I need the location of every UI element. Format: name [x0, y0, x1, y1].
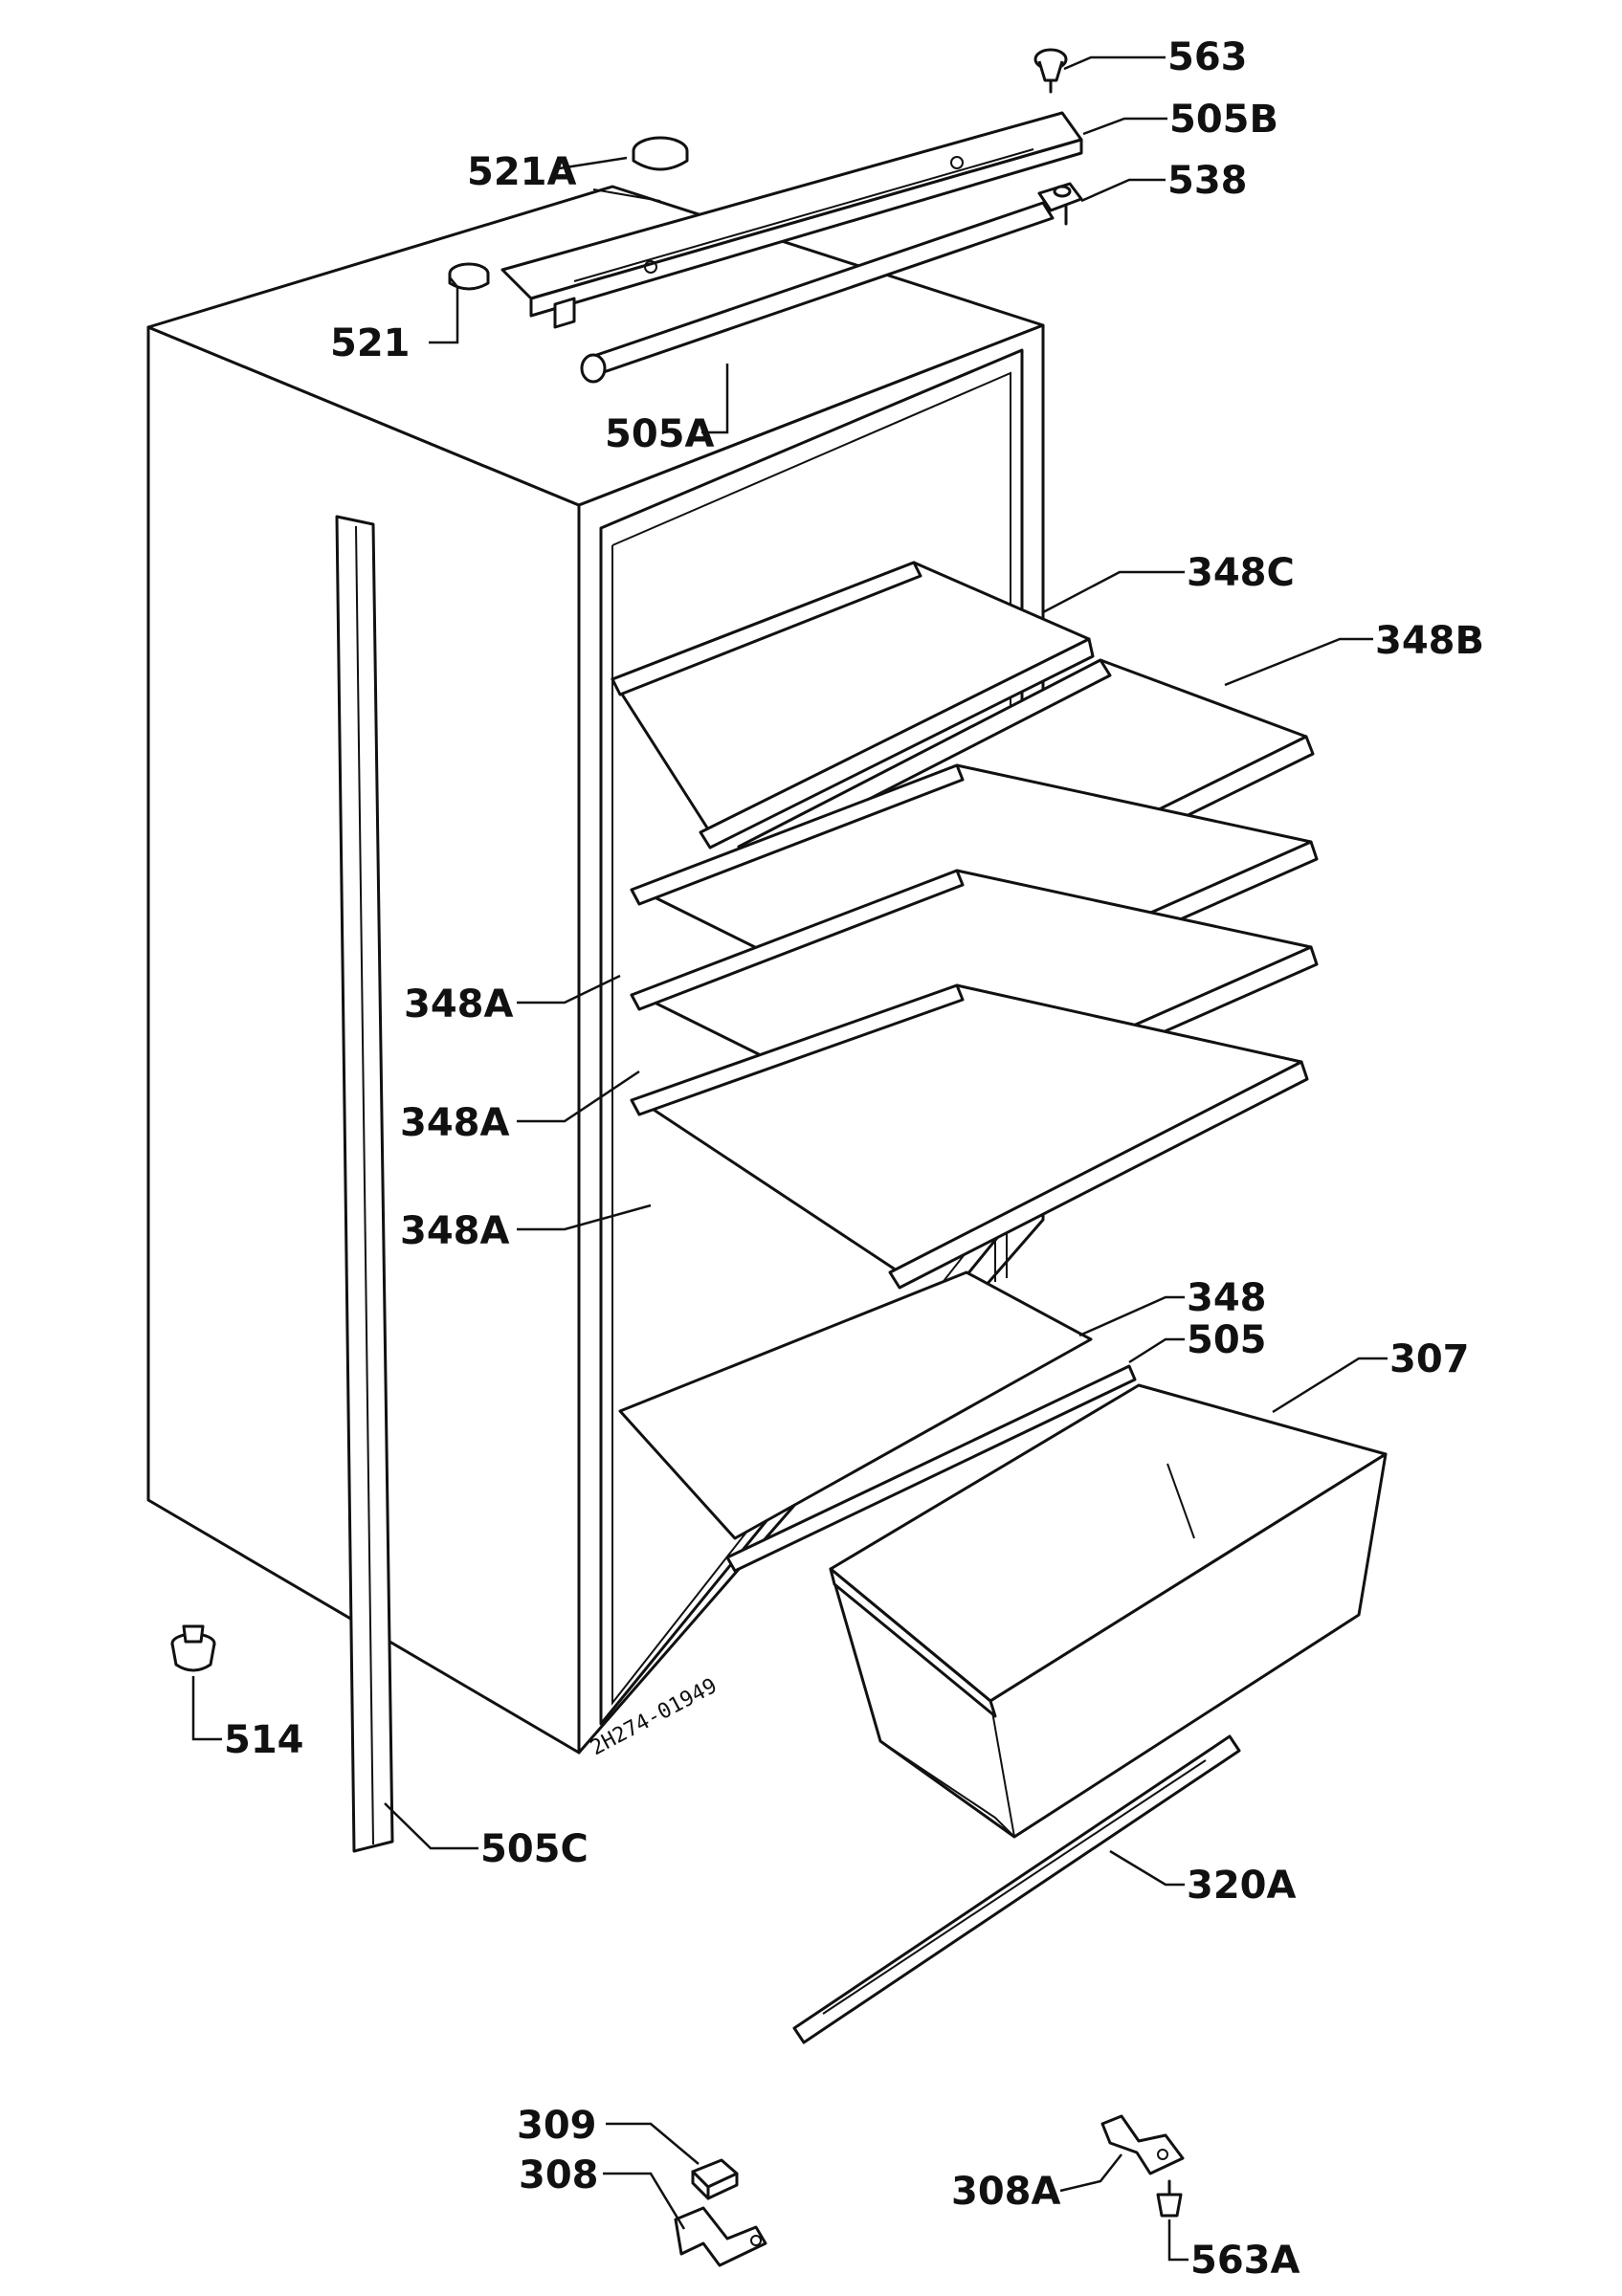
label-348A-3: 348A [400, 1209, 509, 1253]
hinge-pin-538 [1037, 182, 1083, 226]
label-505: 505 [1187, 1318, 1267, 1362]
label-348A-2: 348A [400, 1101, 509, 1145]
label-320A: 320A [1187, 1864, 1296, 1908]
seal-strip-505C [335, 515, 394, 1853]
label-308A: 308A [951, 2170, 1060, 2214]
label-505A: 505A [605, 412, 714, 456]
screw-563A [1156, 2179, 1183, 2218]
label-348A-1: 348A [404, 982, 513, 1027]
shelf-348 [618, 1270, 1137, 1573]
label-348: 348 [1187, 1276, 1267, 1320]
foot-514 [170, 1624, 216, 1672]
bracket-308 [674, 2206, 767, 2267]
label-348C: 348C [1187, 551, 1295, 595]
screw-563 [1033, 48, 1068, 94]
cap-309 [691, 2158, 739, 2200]
leader-lines [191, 55, 1388, 2262]
label-308: 308 [519, 2153, 599, 2197]
part-labels: 563 505B 521A 538 521 505A 348C 348B 348… [224, 35, 1484, 2283]
label-563A: 563A [1190, 2239, 1300, 2283]
plug-521A [632, 136, 689, 171]
shelf-348A-3 [630, 983, 1309, 1290]
label-505B: 505B [1169, 98, 1278, 142]
seal-strip-505A [580, 201, 1055, 384]
crisper-drawer-307 [829, 1383, 1388, 1839]
rail-320A [792, 1734, 1241, 2044]
label-521: 521 [330, 321, 411, 365]
plug-521 [448, 262, 490, 291]
label-348B: 348B [1375, 619, 1484, 663]
label-514: 514 [224, 1718, 304, 1762]
label-563: 563 [1167, 35, 1248, 79]
label-307: 307 [1389, 1337, 1470, 1381]
shelf-348C [611, 561, 1095, 850]
label-505C: 505C [480, 1827, 589, 1871]
top-bracket-505B [500, 111, 1083, 329]
bracket-308A [1100, 2114, 1185, 2175]
label-309: 309 [517, 2104, 597, 2148]
label-521A: 521A [467, 150, 576, 194]
label-538: 538 [1167, 159, 1248, 203]
